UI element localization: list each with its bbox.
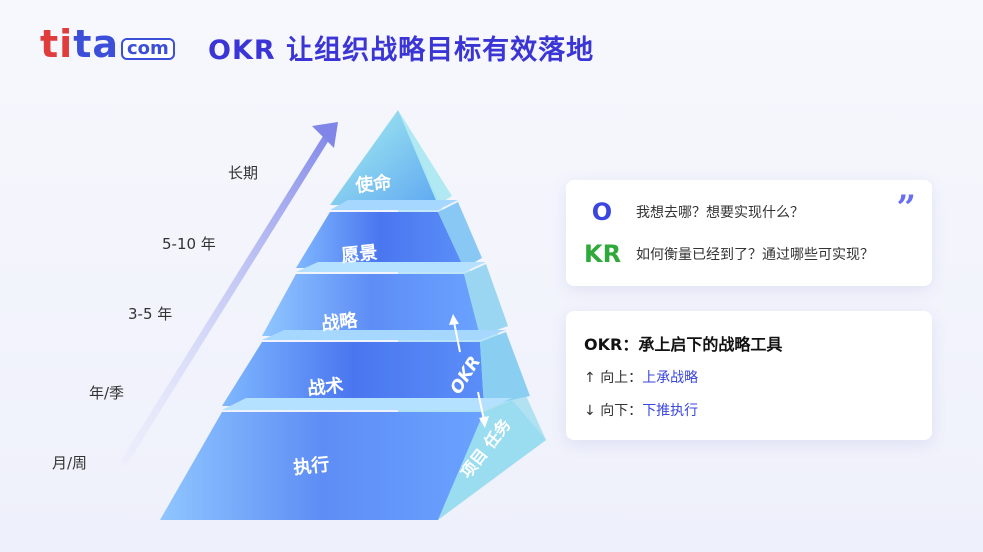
layer-tactics-face — [222, 342, 484, 406]
time-arrow-head — [312, 122, 338, 148]
okr-up-arrow — [453, 321, 461, 353]
quote-icon: ” — [896, 188, 916, 228]
logo-com: com — [121, 38, 175, 60]
layer-label-tactics: 战术 — [306, 374, 344, 400]
layer-strategy-side — [464, 264, 508, 336]
layer-apex-side — [398, 110, 452, 205]
objective-text: 我想去哪？想要实现什么？ — [636, 205, 804, 221]
layer-label-mission: 使命 — [353, 171, 393, 197]
layer-vision-face — [296, 212, 464, 268]
time-arrow — [120, 128, 334, 466]
up-line: ↑ 向上：上承战略 — [584, 367, 698, 387]
down-link: 下推执行 — [642, 403, 699, 419]
down-arrow-icon: ↓ — [584, 403, 596, 419]
logo-wordmark: tita — [40, 24, 119, 64]
page-title: OKR 让组织战略目标有效落地 — [208, 35, 595, 66]
up-label: 向上： — [600, 370, 643, 386]
layer-execution-face — [160, 412, 484, 520]
objective-badge: O — [591, 198, 613, 226]
layer-execution-side — [438, 400, 546, 520]
time-label-long: 长期 — [228, 164, 259, 182]
okr-tool-title: OKR：承上启下的战略工具 — [584, 335, 783, 354]
okr-definition-card: ” O 我想去哪？想要实现什么？ KR 如何衡量已经到了？通过哪些可实现？ — [566, 180, 932, 286]
up-arrow-icon: ↑ — [584, 370, 596, 386]
time-label-5-10: 5-10 年 — [162, 235, 216, 253]
okr-down-arrow — [477, 391, 485, 421]
down-line: ↓ 向下：下推执行 — [584, 400, 698, 420]
layer-strategy-top — [296, 262, 486, 272]
logo-part1: ti — [40, 22, 74, 66]
tita-logo: tita com — [40, 24, 175, 64]
layer-tactics-side — [480, 332, 530, 406]
key-result-badge: KR — [584, 240, 622, 268]
up-link: 上承战略 — [642, 370, 699, 386]
okr-up-arrowhead — [449, 314, 459, 325]
key-result-text: 如何衡量已经到了？通过哪些可实现？ — [636, 247, 874, 263]
logo-part2: ta — [73, 22, 120, 66]
layer-vision-top — [330, 200, 458, 210]
time-label-month: 月/周 — [52, 454, 88, 472]
layer-tactics-top — [262, 330, 506, 340]
layer-label-vision: 愿景 — [340, 242, 378, 267]
layer-label-strategy: 战略 — [320, 309, 359, 335]
layer-apex-face — [330, 110, 438, 205]
key-result-row: KR 如何衡量已经到了？通过哪些可实现？ — [584, 240, 874, 268]
layer-label-execution: 执行 — [292, 453, 330, 479]
layer-vision-side — [438, 202, 482, 268]
time-label-3-5: 3-5 年 — [128, 305, 173, 323]
layer-strategy-face — [262, 274, 480, 336]
objective-row: O 我想去哪？想要实现什么？ — [584, 198, 804, 226]
layer-execution-top — [222, 398, 512, 410]
okr-tool-card: OKR：承上启下的战略工具 ↑ 向上：上承战略 ↓ 向下：下推执行 — [566, 311, 932, 440]
down-label: 向下： — [600, 403, 643, 419]
time-label-year: 年/季 — [89, 384, 125, 402]
okr-down-arrowhead — [479, 416, 489, 428]
